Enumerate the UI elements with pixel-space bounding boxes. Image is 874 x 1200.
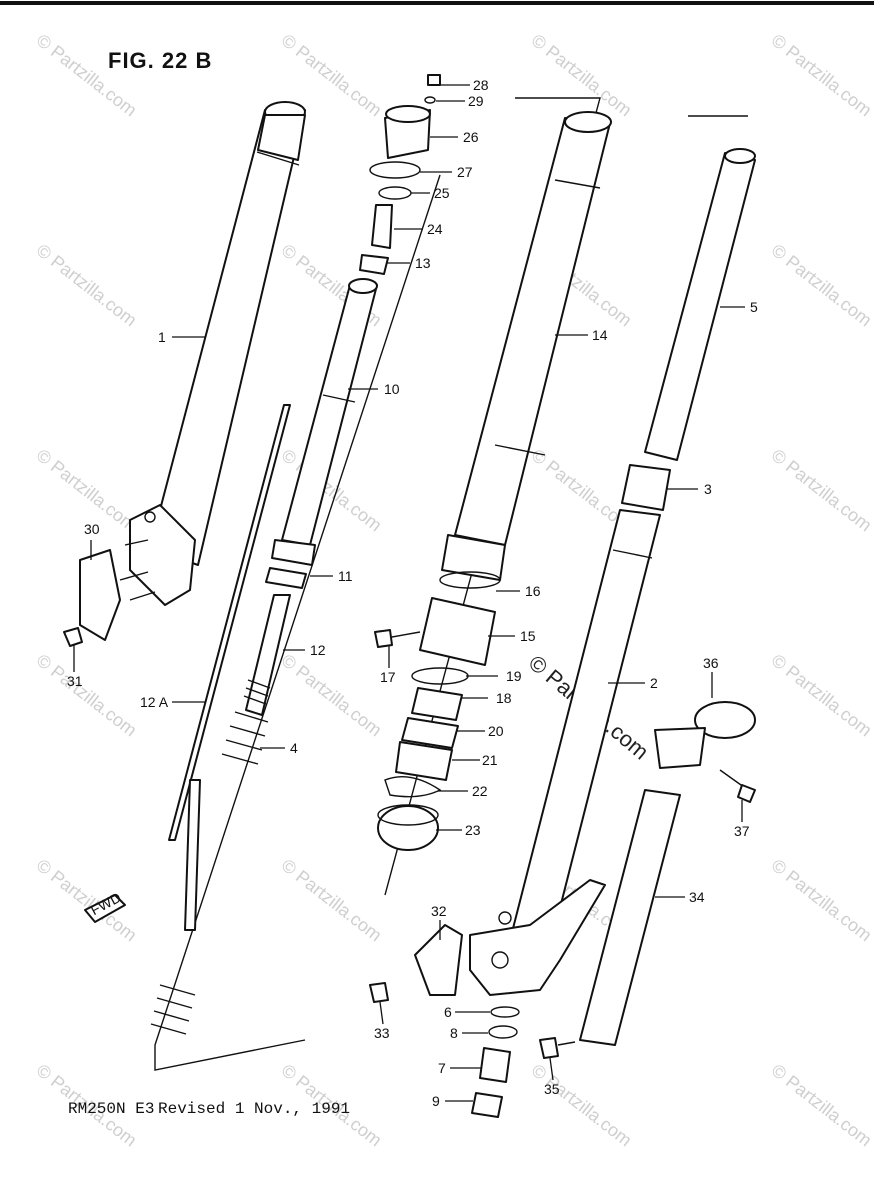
callout-28: 28 xyxy=(473,77,489,93)
part-10-cylinder xyxy=(281,278,378,546)
part-37-bolt xyxy=(719,769,756,803)
part-16-ring xyxy=(439,534,506,589)
part-6-washer xyxy=(490,1006,520,1018)
callout-31: 31 xyxy=(67,673,83,689)
part-17-bolt xyxy=(374,629,421,648)
part-35-bolt xyxy=(539,1037,576,1059)
callout-4: 4 xyxy=(290,740,298,756)
part-11-rings xyxy=(265,539,316,589)
callout-34: 34 xyxy=(689,889,705,905)
callout-5: 5 xyxy=(750,299,758,315)
callout-22: 22 xyxy=(472,783,488,799)
callout-3: 3 xyxy=(704,481,712,497)
callout-18: 18 xyxy=(496,690,512,706)
callout-8: 8 xyxy=(450,1025,458,1041)
part-20-washer xyxy=(401,717,459,749)
callout-17: 17 xyxy=(380,669,396,685)
part-27-o-ring xyxy=(369,161,421,179)
part-34-fork-guard xyxy=(579,789,681,1046)
part-33-bolt xyxy=(369,982,389,1003)
callout-24: 24 xyxy=(427,221,443,237)
part-12a-rod xyxy=(168,404,291,841)
callout-10: 10 xyxy=(384,381,400,397)
part-4-spring xyxy=(184,711,269,931)
part-25-o-ring xyxy=(378,186,412,200)
part-26-cap xyxy=(384,105,431,159)
callout-27: 27 xyxy=(457,164,473,180)
part-3-sleeve xyxy=(621,464,671,511)
part-13-nut xyxy=(359,254,389,275)
part-12-damper-rod xyxy=(243,594,291,716)
part-30-axle-clamp xyxy=(79,504,196,641)
part-9-cap xyxy=(471,1092,503,1118)
part-7-plug xyxy=(479,1047,511,1083)
callout-11: 11 xyxy=(338,568,353,584)
callout-33: 33 xyxy=(374,1025,390,1041)
callout-13: 13 xyxy=(415,255,431,271)
part-32-axle-holder xyxy=(414,924,463,996)
axle-lug xyxy=(469,879,606,996)
part-19-ring xyxy=(411,667,469,685)
assembly-frame-left-outline xyxy=(154,174,441,1071)
fwd-arrow-icon: FWD xyxy=(84,889,126,923)
callout-7: 7 xyxy=(438,1060,446,1076)
footer-model: RM250N E3 xyxy=(68,1100,155,1118)
part-31-nut xyxy=(63,627,83,647)
leader-lines xyxy=(73,84,745,1102)
part-14-outer-tube xyxy=(454,111,612,546)
part-15-bushing xyxy=(419,597,496,666)
callout-2: 2 xyxy=(650,675,658,691)
part-18-bushing xyxy=(411,687,463,721)
part-29-washer xyxy=(424,96,436,104)
callout-12: 12 xyxy=(310,642,326,658)
callout-37: 37 xyxy=(734,823,750,839)
callout-14: 14 xyxy=(592,327,608,343)
callout-6: 6 xyxy=(444,1004,452,1020)
part-23-dust-seal xyxy=(377,804,439,851)
callout-1: 1 xyxy=(158,329,166,345)
figure-title: FIG. 22 B xyxy=(108,48,213,73)
callout-16: 16 xyxy=(525,583,541,599)
callout-25: 25 xyxy=(434,185,450,201)
callout-36: 36 xyxy=(703,655,719,671)
callout-20: 20 xyxy=(488,723,504,739)
part-24-valve xyxy=(371,204,393,249)
callout-35: 35 xyxy=(544,1081,560,1097)
callout-15: 15 xyxy=(520,628,536,644)
callout-23: 23 xyxy=(465,822,481,838)
callout-12a: 12 A xyxy=(140,694,169,710)
callout-9: 9 xyxy=(432,1093,440,1109)
bottom-spring xyxy=(150,984,196,1035)
callout-21: 21 xyxy=(482,752,498,768)
callout-26: 26 xyxy=(463,129,479,145)
part-8-washer xyxy=(488,1025,518,1039)
callout-32: 32 xyxy=(431,903,447,919)
footer-revision: Revised 1 Nov., 1991 xyxy=(158,1100,351,1118)
callout-30: 30 xyxy=(84,521,100,537)
callout-29: 29 xyxy=(468,93,484,109)
part-5-inner-tube xyxy=(644,148,756,461)
part-28-bolt xyxy=(427,74,441,86)
part-36-clamp xyxy=(654,701,756,769)
part-21-seal xyxy=(395,741,453,781)
part-1-outer-tube xyxy=(149,101,306,566)
part-22-clip xyxy=(384,776,442,798)
callout-19: 19 xyxy=(506,668,522,684)
